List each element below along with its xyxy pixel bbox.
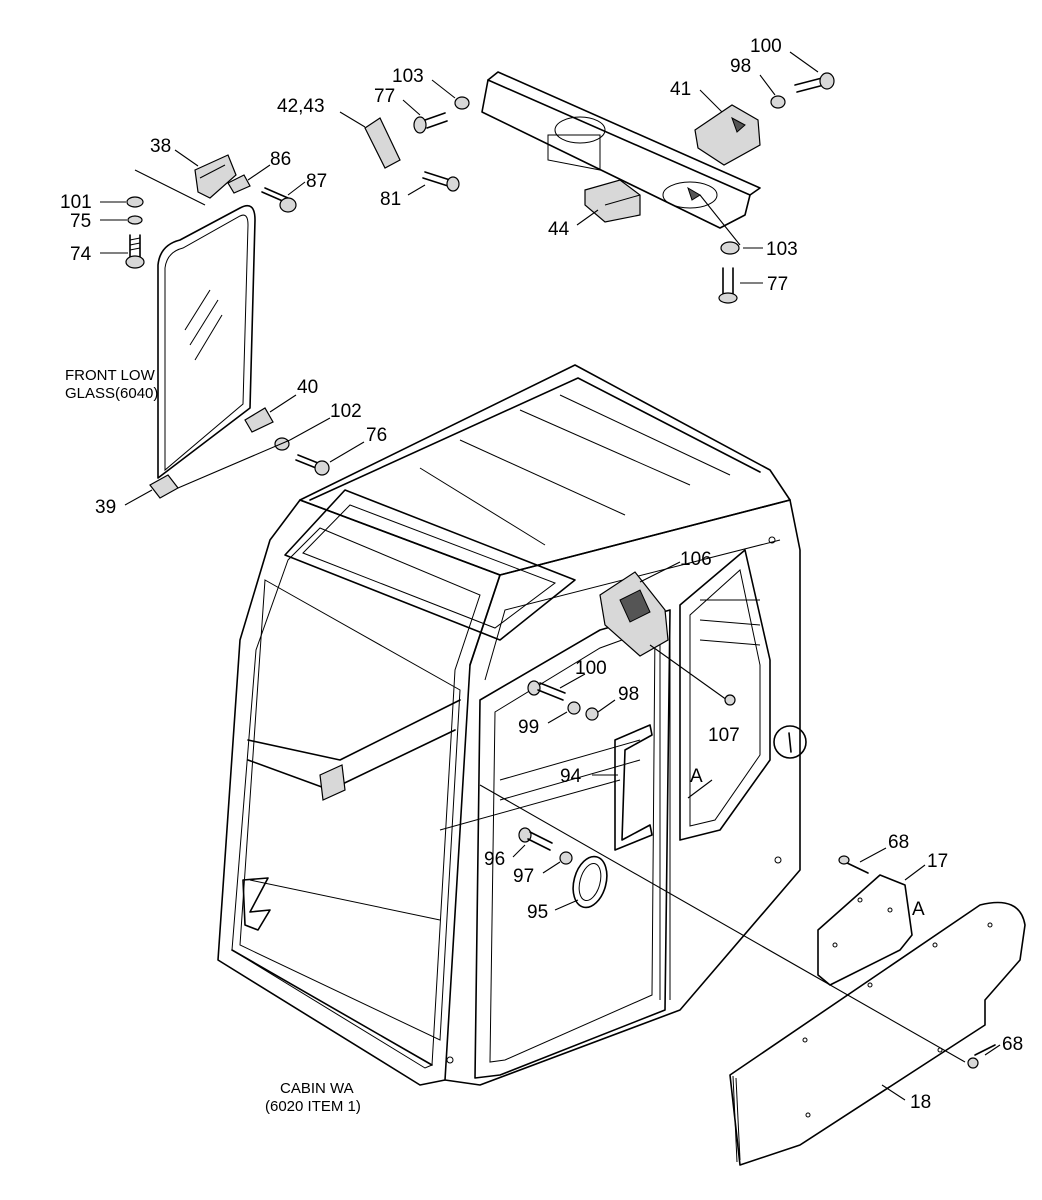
part-39-guide <box>149 439 291 499</box>
label-96: 96 <box>484 849 505 870</box>
label-77-top: 77 <box>374 86 395 107</box>
part-17-panel <box>817 874 913 986</box>
front-low-glass <box>134 169 256 479</box>
part-40-latch <box>244 407 274 433</box>
label-81: 81 <box>380 189 401 210</box>
part-86-bracket <box>227 174 251 194</box>
part-101-washer <box>126 196 144 208</box>
part-81-bolt <box>422 171 460 192</box>
cabin-note-line1: CABIN WA <box>280 1080 354 1097</box>
label-76: 76 <box>366 425 387 446</box>
label-68-top: 68 <box>888 832 909 853</box>
part-75-washer <box>127 215 143 225</box>
label-102: 102 <box>330 401 362 422</box>
label-40: 40 <box>297 377 318 398</box>
label-98-door: 98 <box>618 684 639 705</box>
label-103-bottom: 103 <box>766 239 798 260</box>
part-18-panel <box>729 901 1026 1166</box>
label-41: 41 <box>670 79 691 100</box>
part-106-bracket <box>599 571 728 701</box>
part-77-bolt-bottom <box>718 267 738 304</box>
assembly-line <box>479 784 966 1063</box>
part-42-43-bracket <box>364 117 401 169</box>
part-100-bolt-door <box>527 680 566 701</box>
part-98-washer-top <box>770 95 786 109</box>
label-75: 75 <box>70 211 91 232</box>
label-42-43: 42,43 <box>277 96 325 117</box>
cabin-body <box>217 364 807 1086</box>
part-76-bolt <box>295 454 330 476</box>
part-38-bracket <box>194 154 237 199</box>
part-103-washer-bottom <box>720 241 740 255</box>
part-96-bolt <box>518 827 553 851</box>
part-103-washer-top <box>454 96 470 110</box>
top-rail-bracket <box>481 71 761 246</box>
label-A-panel: A <box>912 899 925 920</box>
label-97: 97 <box>513 866 534 887</box>
label-77-bottom: 77 <box>767 274 788 295</box>
part-98-washer-door <box>585 707 599 721</box>
label-95: 95 <box>527 902 548 923</box>
part-74-bolt <box>125 234 145 269</box>
label-94: 94 <box>560 766 582 787</box>
label-17: 17 <box>927 851 948 872</box>
cabin-note-line2: (6020 ITEM 1) <box>265 1098 361 1115</box>
label-38: 38 <box>150 136 171 157</box>
diagram-notes: FRONT LOW GLASS(6040) CABIN WA (6020 ITE… <box>65 367 361 1115</box>
label-18: 18 <box>910 1092 931 1113</box>
label-A-cabin: A <box>690 766 703 787</box>
part-68-screw-top <box>838 855 869 874</box>
part-87-bolt <box>261 187 297 213</box>
part-100-bolt-top <box>794 72 835 93</box>
part-77-screw-top <box>413 112 448 134</box>
part-94-handle <box>614 724 653 851</box>
leader-lines <box>100 51 1001 1101</box>
label-100-top: 100 <box>750 36 782 57</box>
part-95-ring <box>572 855 608 909</box>
label-99: 99 <box>518 717 539 738</box>
part-41-bracket <box>694 104 761 166</box>
label-87: 87 <box>306 171 327 192</box>
label-106: 106 <box>680 549 712 570</box>
label-101: 101 <box>60 192 92 213</box>
label-107: 107 <box>708 725 740 746</box>
part-labels: 100 98 41 103 77 42,43 81 44 103 77 38 8… <box>60 36 1023 1113</box>
label-39: 39 <box>95 497 116 518</box>
part-44-block <box>584 179 641 223</box>
label-74: 74 <box>70 244 92 265</box>
label-98-top: 98 <box>730 56 751 77</box>
label-103-top: 103 <box>392 66 424 87</box>
label-86: 86 <box>270 149 291 170</box>
glass-note-line1: FRONT LOW <box>65 367 156 384</box>
part-107-pin <box>724 694 736 706</box>
label-68-bottom: 68 <box>1002 1034 1023 1055</box>
label-100-door: 100 <box>575 658 607 679</box>
part-99-washer <box>567 701 581 715</box>
part-97-washer <box>559 851 573 865</box>
part-68-screw-bottom <box>967 1044 996 1069</box>
label-44: 44 <box>548 219 570 240</box>
glass-note-line2: GLASS(6040) <box>65 385 158 402</box>
